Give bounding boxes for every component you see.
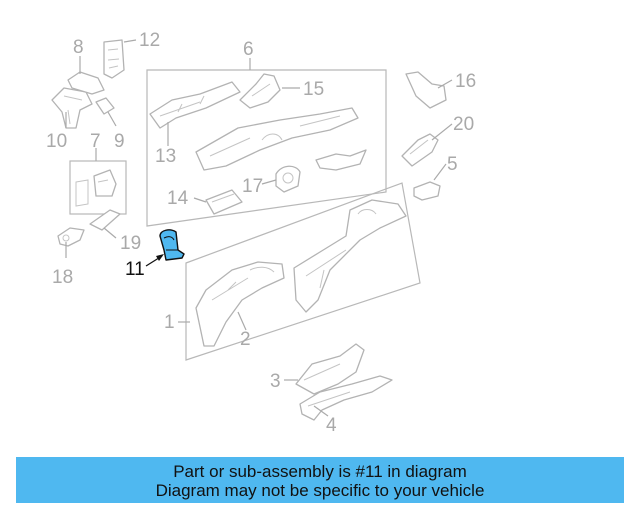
callout-4: 4 bbox=[326, 415, 337, 436]
callout-15: 15 bbox=[303, 79, 324, 100]
callout-1: 1 bbox=[164, 312, 175, 333]
part-6-assembly[interactable] bbox=[195, 107, 367, 171]
part-3[interactable] bbox=[295, 343, 365, 395]
part-11-highlighted[interactable] bbox=[159, 229, 185, 261]
part-10[interactable] bbox=[51, 87, 93, 129]
callout-3: 3 bbox=[270, 371, 281, 392]
part-4[interactable] bbox=[299, 375, 393, 421]
callout-7: 7 bbox=[90, 131, 101, 152]
part-9[interactable] bbox=[95, 97, 115, 115]
group-frame-6 bbox=[146, 69, 387, 227]
callout-20: 20 bbox=[453, 114, 474, 135]
callout-6: 6 bbox=[243, 39, 254, 60]
part-16[interactable] bbox=[405, 71, 447, 109]
callout-16: 16 bbox=[455, 71, 476, 92]
part-18[interactable] bbox=[57, 227, 85, 247]
leader-lines bbox=[65, 39, 453, 417]
part-17[interactable] bbox=[275, 165, 301, 193]
part-13[interactable] bbox=[149, 81, 241, 129]
callout-10: 10 bbox=[46, 131, 67, 152]
part-2[interactable] bbox=[195, 261, 285, 347]
part-15[interactable] bbox=[239, 73, 281, 109]
part-5[interactable] bbox=[413, 181, 441, 201]
callout-2: 2 bbox=[240, 329, 251, 350]
callout-11: 11 bbox=[125, 259, 145, 280]
group-frame-7 bbox=[69, 160, 127, 215]
callout-13: 13 bbox=[155, 146, 176, 167]
part-20[interactable] bbox=[401, 133, 439, 167]
callout-17: 17 bbox=[242, 176, 263, 197]
callout-12: 12 bbox=[139, 30, 160, 51]
part-14[interactable] bbox=[205, 189, 243, 215]
callout-5: 5 bbox=[447, 154, 458, 175]
group-frame-1 bbox=[185, 182, 421, 361]
part-7[interactable] bbox=[75, 169, 117, 207]
callout-14: 14 bbox=[167, 188, 189, 209]
parts-diagram: 6 8 12 10 7 9 13 15 16 20 5 14 17 19 18 … bbox=[46, 30, 476, 436]
part-12[interactable] bbox=[103, 39, 125, 79]
banner-line-2: Diagram may not be specific to your vehi… bbox=[155, 481, 485, 500]
banner-line-1: Part or sub-assembly is #11 in diagram bbox=[173, 462, 467, 481]
callout-9: 9 bbox=[114, 131, 125, 152]
part-19[interactable] bbox=[89, 209, 121, 231]
callout-8: 8 bbox=[73, 37, 84, 58]
callout-19: 19 bbox=[120, 233, 141, 254]
part-1-rail[interactable] bbox=[293, 199, 407, 313]
info-banner: Part or sub-assembly is #11 in diagram D… bbox=[16, 457, 624, 503]
callout-18: 18 bbox=[52, 267, 73, 288]
